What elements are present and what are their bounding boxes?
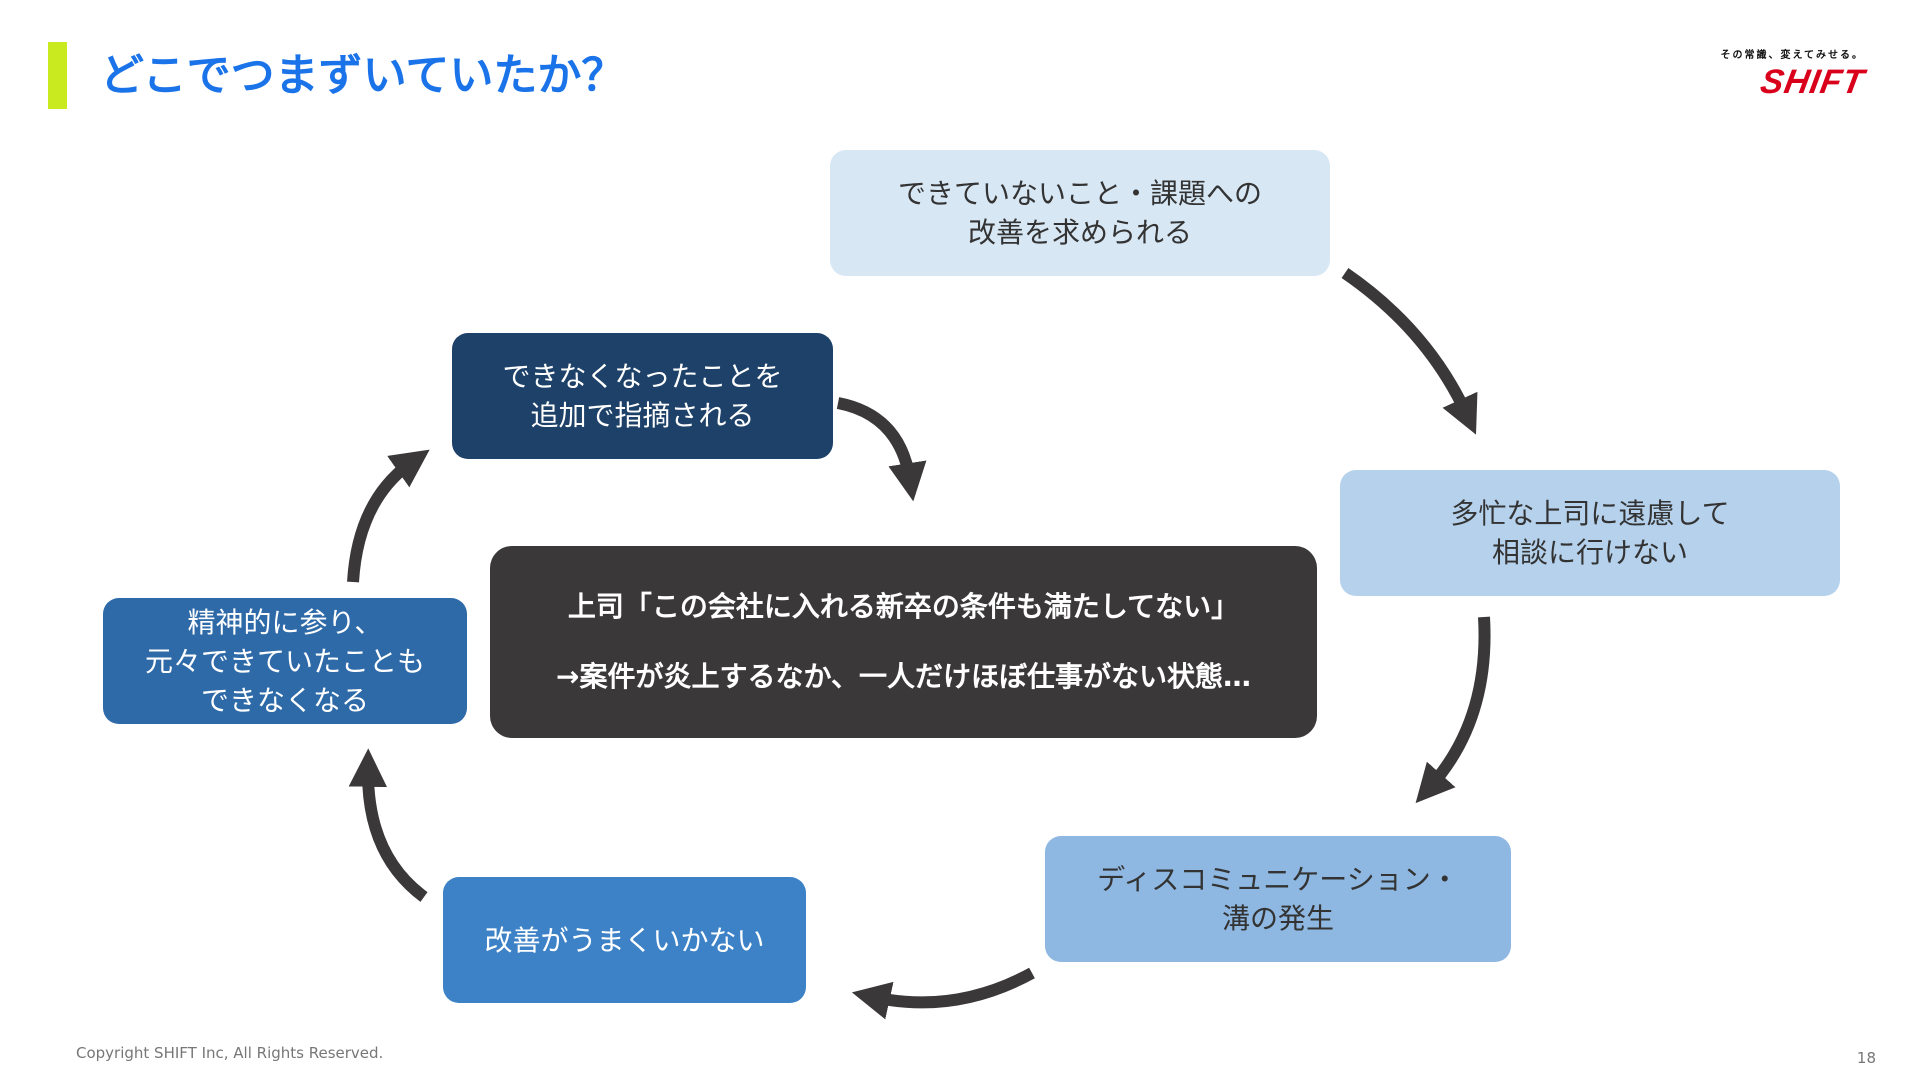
cycle-step-additional-criticism: できなくなったことを 追加で指摘される xyxy=(452,333,833,459)
arrow-5-to-6 xyxy=(347,449,430,583)
cycle-step-demand-improvement: できていないこと・課題への 改善を求められる xyxy=(830,150,1330,276)
center-quote: 上司「この会社に入れる新卒の条件も満たしてない」 xyxy=(567,590,1240,623)
cycle-step-mental-breakdown: 精神的に参り、 元々できていたことも できなくなる xyxy=(103,598,467,724)
step-text: 多忙な上司に遠慮して xyxy=(1450,497,1730,530)
step-text: 溝の発生 xyxy=(1221,902,1334,935)
copyright-notice: Copyright SHIFT Inc, All Rights Reserved… xyxy=(76,1044,384,1062)
title-accent-bar xyxy=(48,42,67,109)
shift-logo: その常識、変えてみせる。 SHIFT xyxy=(1704,46,1868,102)
step-text: 改善がうまくいかない xyxy=(484,923,765,957)
arrow-1-to-2 xyxy=(1341,268,1478,435)
step-text: 改善を求められる xyxy=(967,216,1192,249)
arrow-3-to-4 xyxy=(851,967,1035,1020)
page-title: どこでつまずいていたか？ xyxy=(100,50,626,101)
center-consequence: →案件が炎上するなか、一人だけほぼ仕事がない状態… xyxy=(556,660,1251,693)
arrow-4-to-5 xyxy=(348,748,428,902)
cycle-step-hesitate-to-consult: 多忙な上司に遠慮して 相談に行けない xyxy=(1340,470,1840,596)
step-text: 追加で指摘される xyxy=(530,399,755,432)
step-text: できなくなったことを xyxy=(502,360,783,393)
step-text: できなくなる xyxy=(200,683,369,717)
page-number: 18 xyxy=(1856,1049,1876,1067)
step-text: ディスコミュニケーション・ xyxy=(1097,863,1459,896)
arrow-6-to-center xyxy=(836,397,927,502)
cycle-step-miscommunication: ディスコミュニケーション・ 溝の発生 xyxy=(1045,836,1511,962)
step-text: 元々できていたことも xyxy=(144,644,425,678)
cycle-step-improvement-fails: 改善がうまくいかない xyxy=(443,877,806,1003)
step-text: 相談に行けない xyxy=(1491,536,1688,569)
step-text: できていないこと・課題への xyxy=(897,177,1262,210)
arrow-2-to-3 xyxy=(1415,616,1491,804)
step-text: 精神的に参り、 xyxy=(187,605,383,639)
center-situation-box: 上司「この会社に入れる新卒の条件も満たしてない」 →案件が炎上するなか、一人だけ… xyxy=(490,546,1317,738)
logo-wordmark: SHIFT xyxy=(1757,63,1868,101)
logo-tagline: その常識、変えてみせる。 xyxy=(1720,50,1864,61)
